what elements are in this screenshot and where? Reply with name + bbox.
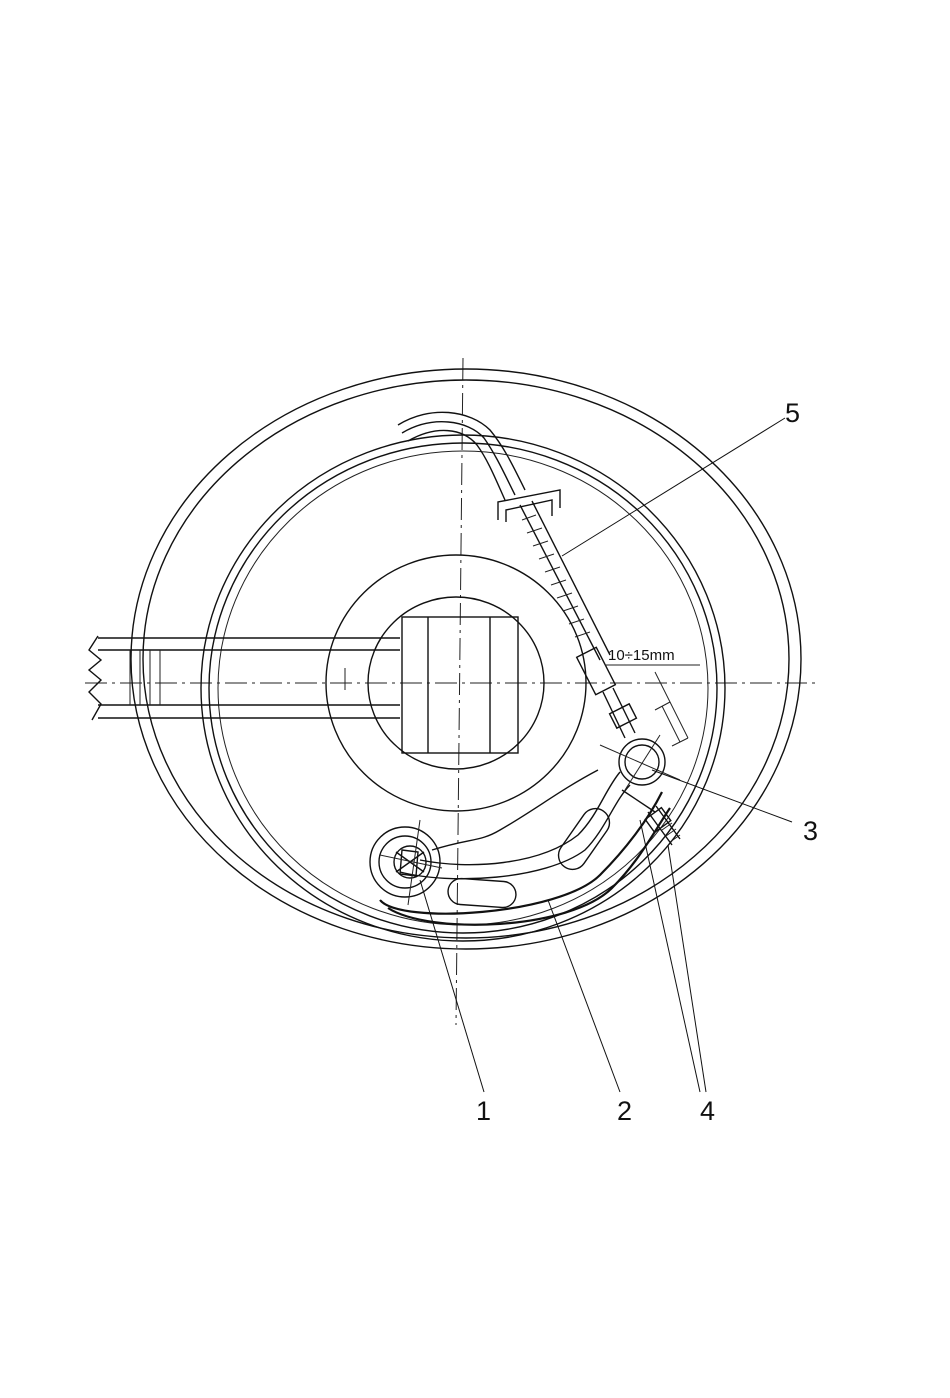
anchor-pin: [370, 820, 442, 905]
dimension-label: 10÷15mm: [608, 647, 675, 664]
brake-cable: [398, 412, 636, 738]
lever-pivot: [600, 735, 680, 790]
callout-5: 5: [785, 398, 800, 428]
callout-4: 4: [700, 1096, 715, 1126]
leader-lines: [420, 418, 792, 1092]
outer-drum: [131, 369, 801, 949]
gap-dimension: [605, 665, 700, 746]
callout-2: 2: [617, 1096, 632, 1126]
callout-3: 3: [803, 816, 818, 846]
callout-1: 1: [476, 1096, 491, 1126]
